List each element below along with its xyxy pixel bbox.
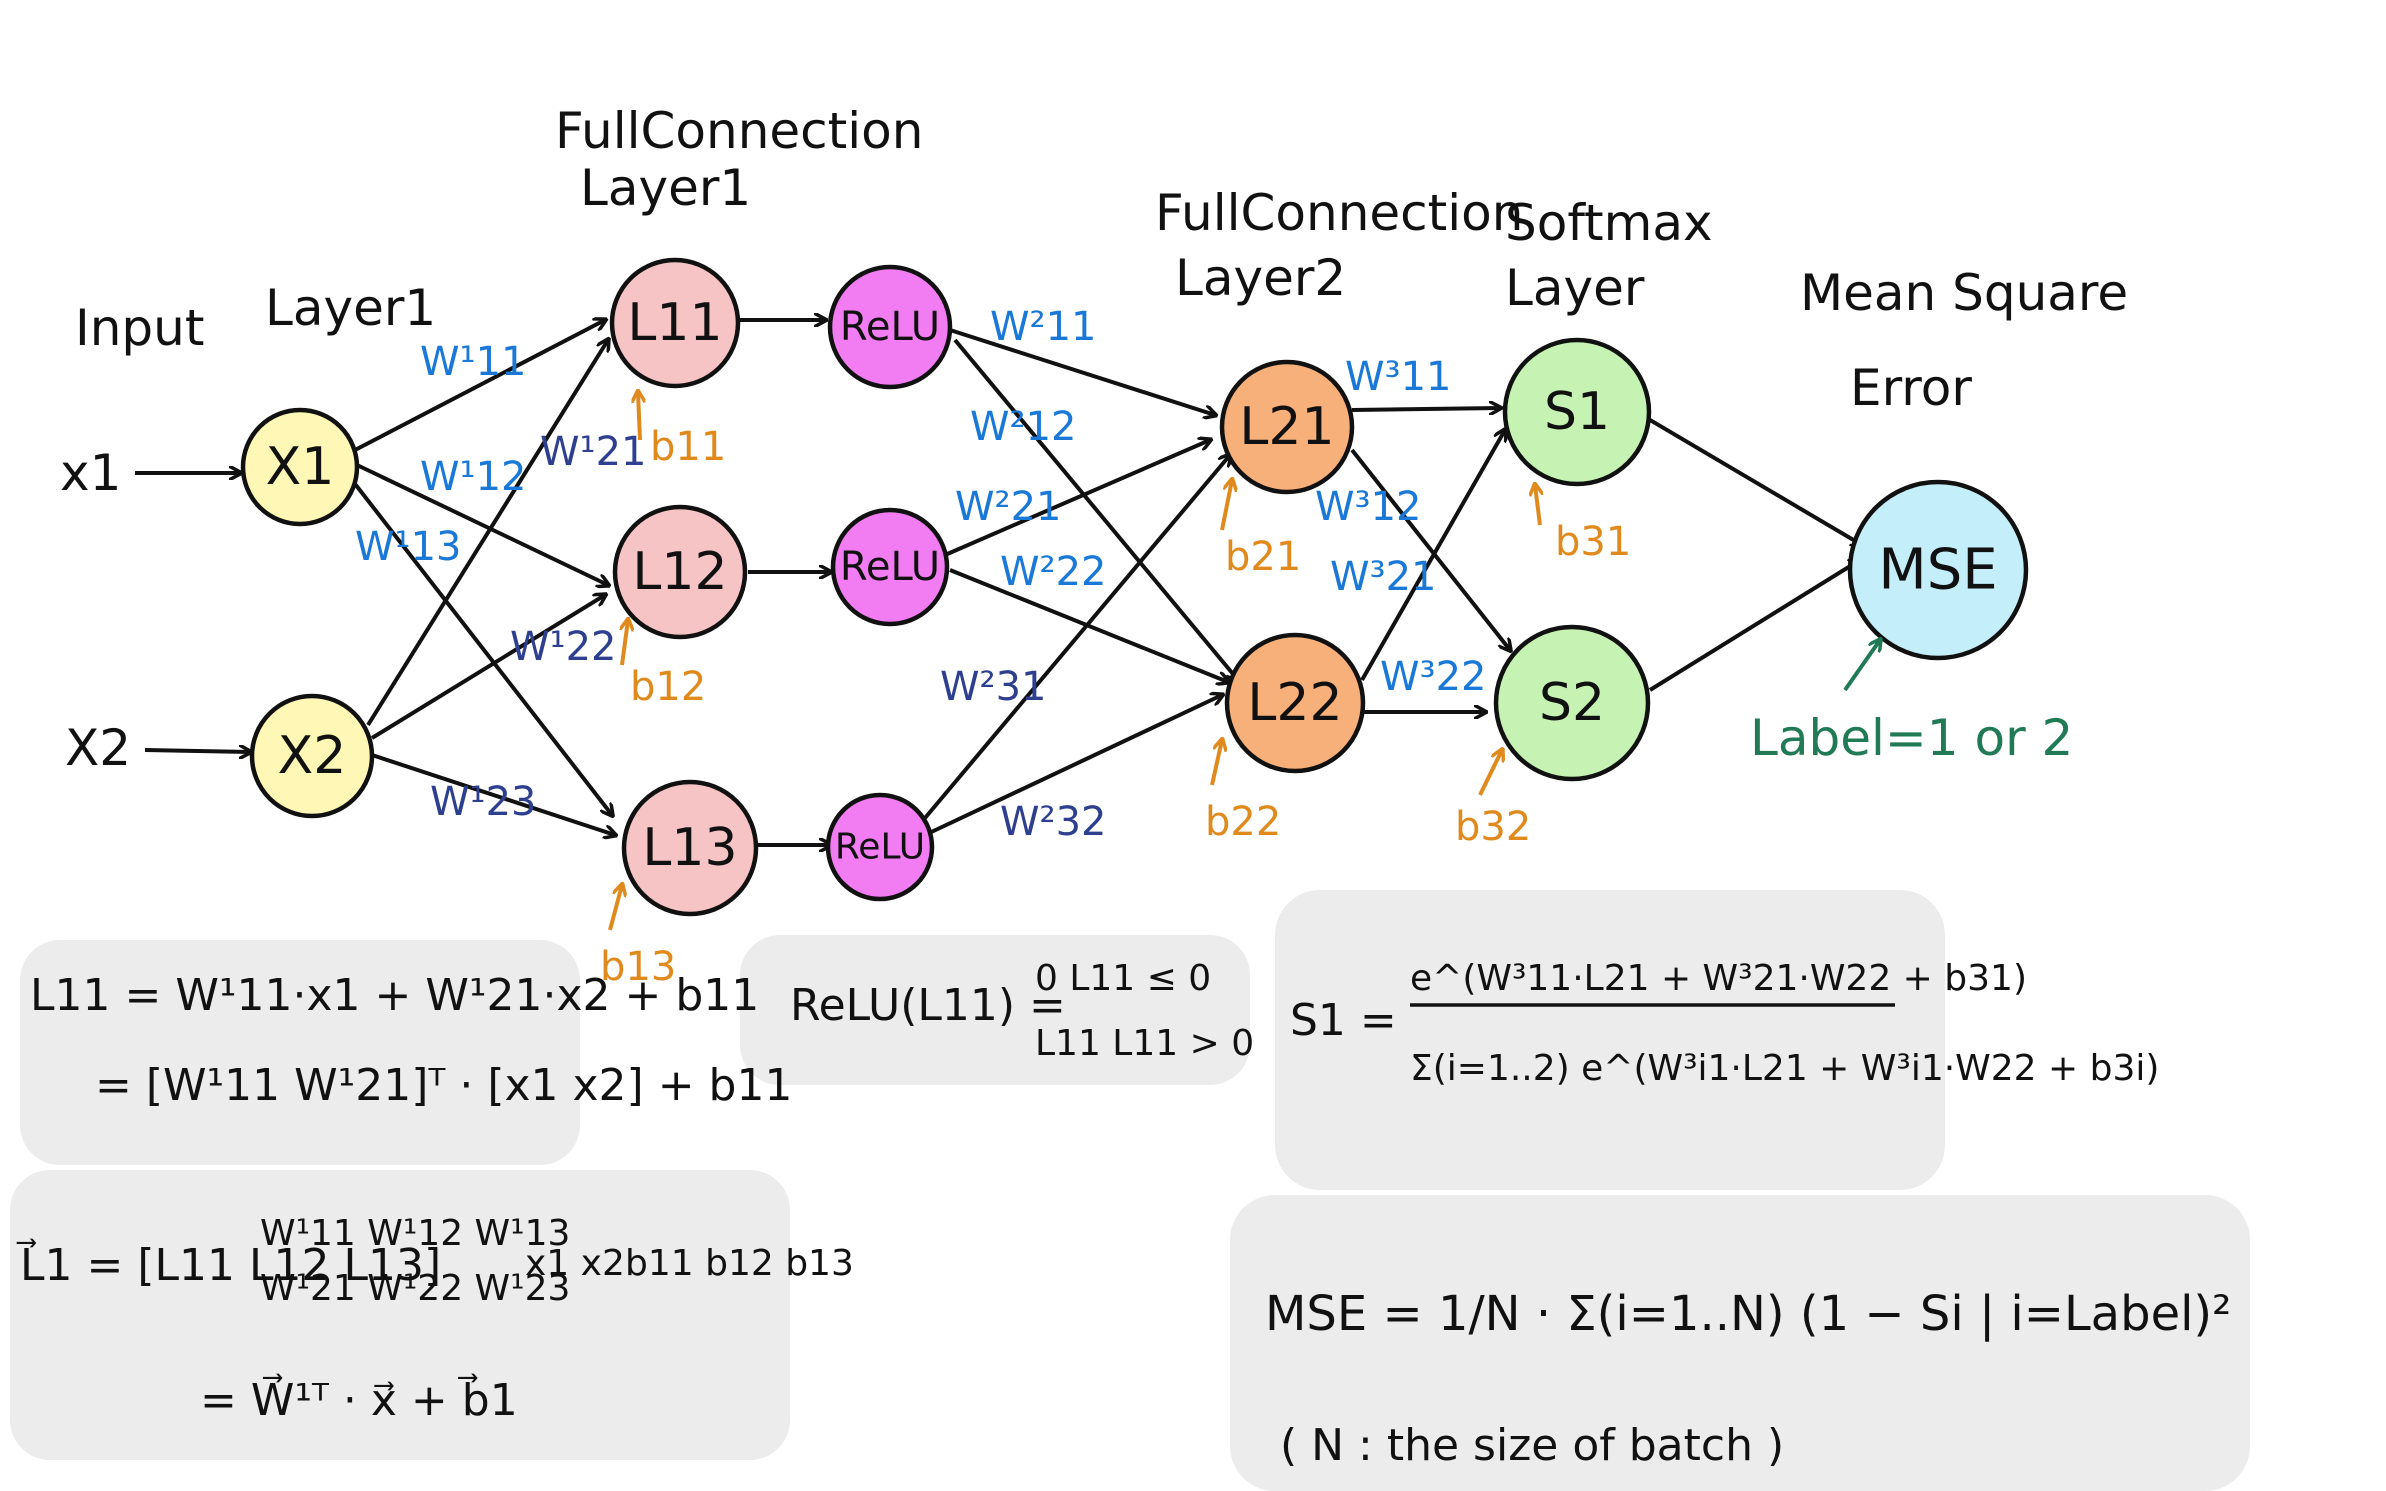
weight-w1-23: W¹23 [430, 779, 536, 825]
node-relu-1: ReLU [827, 264, 953, 390]
formula-relu-case1: 0 L11 ≤ 0 [1035, 958, 1211, 999]
formula-relu-lhs: ReLU(L11) = [790, 980, 1066, 1031]
bias-b22: b22 [1205, 740, 1281, 845]
label-arrow [1843, 640, 1880, 692]
node-x1-label: X1 [266, 437, 335, 497]
input-x1-label: x1 [60, 444, 121, 502]
weight-w2-32: W²32 [1000, 799, 1106, 845]
formula-vector-b: b11 b12 b13 [625, 1243, 854, 1284]
node-l13-label: L13 [642, 818, 737, 878]
node-l11-label: L11 [627, 293, 722, 353]
node-s1: S1 [1502, 337, 1652, 487]
formula-vector-lhs: L⃗1 = [L11 L12 L13] [16, 1238, 441, 1291]
input-x2-arrow [144, 750, 250, 752]
weight-w1-12: W¹12 [420, 454, 526, 500]
bias-b11: b11 [638, 392, 726, 470]
edges-softmax-to-mse [1648, 418, 1862, 692]
weight-w2-31: W²31 [940, 664, 1046, 710]
svg-text:b12: b12 [630, 664, 706, 710]
formula-l11-background [20, 940, 580, 1165]
formula-vector-x: x1 x2 [525, 1243, 625, 1284]
node-l21: L21 [1219, 359, 1355, 495]
svg-text:b21: b21 [1225, 534, 1301, 580]
header-layer1: Layer1 [265, 279, 436, 337]
svg-text:b11: b11 [650, 424, 726, 470]
weight-w3-12: W³12 [1315, 484, 1421, 530]
bias-b32: b32 [1455, 750, 1531, 850]
weight-w1-21: W¹21 [540, 429, 646, 475]
node-l13: L13 [621, 779, 759, 917]
weight-w1-13: W¹13 [355, 524, 461, 570]
node-l12: L12 [612, 504, 748, 640]
formula-vector-w-row1: W¹11 W¹12 W¹13 [260, 1213, 570, 1254]
header-mse-line1: Mean Square [1800, 264, 2128, 322]
svg-text:b32: b32 [1455, 804, 1531, 850]
weight-w3-22: W³22 [1380, 654, 1486, 700]
node-relu-1-label: ReLU [840, 304, 940, 350]
formula-vector-background [10, 1170, 790, 1460]
node-mse-label: MSE [1878, 538, 1997, 603]
bias-b12: b12 [622, 620, 706, 710]
edges-fc1-to-relu [740, 320, 830, 845]
formula-softmax-numerator: e^(W³11·L21 + W³21·W22 + b31) [1410, 958, 2027, 999]
node-relu-2: ReLU [830, 507, 950, 627]
weight-w3-11: W³11 [1345, 354, 1451, 400]
header-softmax-line2: Layer [1505, 259, 1645, 317]
header-fc1-line2: Layer1 [580, 159, 751, 217]
node-l11: L11 [609, 257, 741, 389]
node-relu-3: ReLU [825, 792, 935, 902]
svg-text:b22: b22 [1205, 799, 1281, 845]
header-mse-line2: Error [1850, 359, 1972, 417]
weight-w2-21: W²21 [955, 484, 1061, 530]
label-note: Label=1 or 2 [1750, 709, 2073, 767]
edges-relu-to-fc2 [923, 328, 1238, 837]
node-x1: X1 [240, 407, 360, 527]
node-x2: X2 [249, 693, 375, 819]
formula-softmax-denominator: Σ(i=1..2) e^(W³i1·L21 + W³i1·W22 + b3i) [1410, 1048, 2159, 1089]
formula-softmax-lhs: S1 = [1290, 995, 1397, 1046]
node-s2-label: S2 [1539, 673, 1605, 733]
weight-w2-11: W²11 [990, 304, 1096, 350]
bias-b21: b21 [1220, 480, 1301, 580]
formula-vector-w-row2: W¹21 W¹22 W¹23 [260, 1268, 570, 1309]
weight-w1-11: W¹11 [420, 339, 526, 385]
node-l21-label: L21 [1239, 397, 1334, 457]
edges-fc2-to-softmax [1350, 408, 1510, 712]
bias-b13: b13 [600, 885, 676, 990]
weight-w3-21: W³21 [1330, 554, 1436, 600]
weight-w1-22: W¹22 [510, 624, 616, 670]
svg-text:b31: b31 [1555, 519, 1631, 565]
svg-text:b13: b13 [600, 944, 676, 990]
weight-w2-12: W²12 [970, 404, 1076, 450]
weight-w2-22: W²22 [1000, 549, 1106, 595]
header-fc2-line1: FullConnection [1155, 184, 1523, 242]
node-l22-label: L22 [1247, 673, 1342, 733]
formula-l11-line1: L11 = W¹11·x1 + W¹21·x2 + b11 [30, 970, 759, 1021]
node-l12-label: L12 [632, 542, 727, 602]
formula-softmax-background [1275, 890, 1945, 1190]
formula-relu-case2: L11 L11 > 0 [1035, 1023, 1254, 1064]
header-fc1-line1: FullConnection [555, 102, 923, 160]
header-fc2-line2: Layer2 [1175, 249, 1346, 307]
formula-mse: MSE = 1/N · Σ(i=1..N) (1 − Si | i=Label)… [1265, 1286, 2231, 1342]
header-input: Input [75, 299, 204, 357]
formula-vector-line3: = W⃗¹ᵀ · x⃗ + b⃗1 [200, 1373, 518, 1426]
node-relu-3-label: ReLU [835, 827, 925, 868]
formula-l11-line2: = [W¹11 W¹21]ᵀ · [x1 x2] + b11 [95, 1060, 792, 1111]
formula-mse-background [1230, 1195, 2250, 1491]
node-l22: L22 [1224, 632, 1366, 774]
formula-relu-background [740, 935, 1250, 1085]
node-x2-label: X2 [278, 726, 347, 786]
input-x2-label: X2 [65, 719, 131, 777]
bias-b31: b31 [1535, 485, 1631, 565]
node-relu-2-label: ReLU [840, 544, 940, 590]
formula-mse-note: ( N : the size of batch ) [1280, 1420, 1784, 1471]
node-s2: S2 [1493, 624, 1651, 782]
node-s1-label: S1 [1544, 382, 1610, 442]
edges-input-to-fc1 [350, 320, 615, 835]
node-mse: MSE [1847, 479, 2029, 661]
header-softmax-line1: Softmax [1505, 194, 1713, 252]
